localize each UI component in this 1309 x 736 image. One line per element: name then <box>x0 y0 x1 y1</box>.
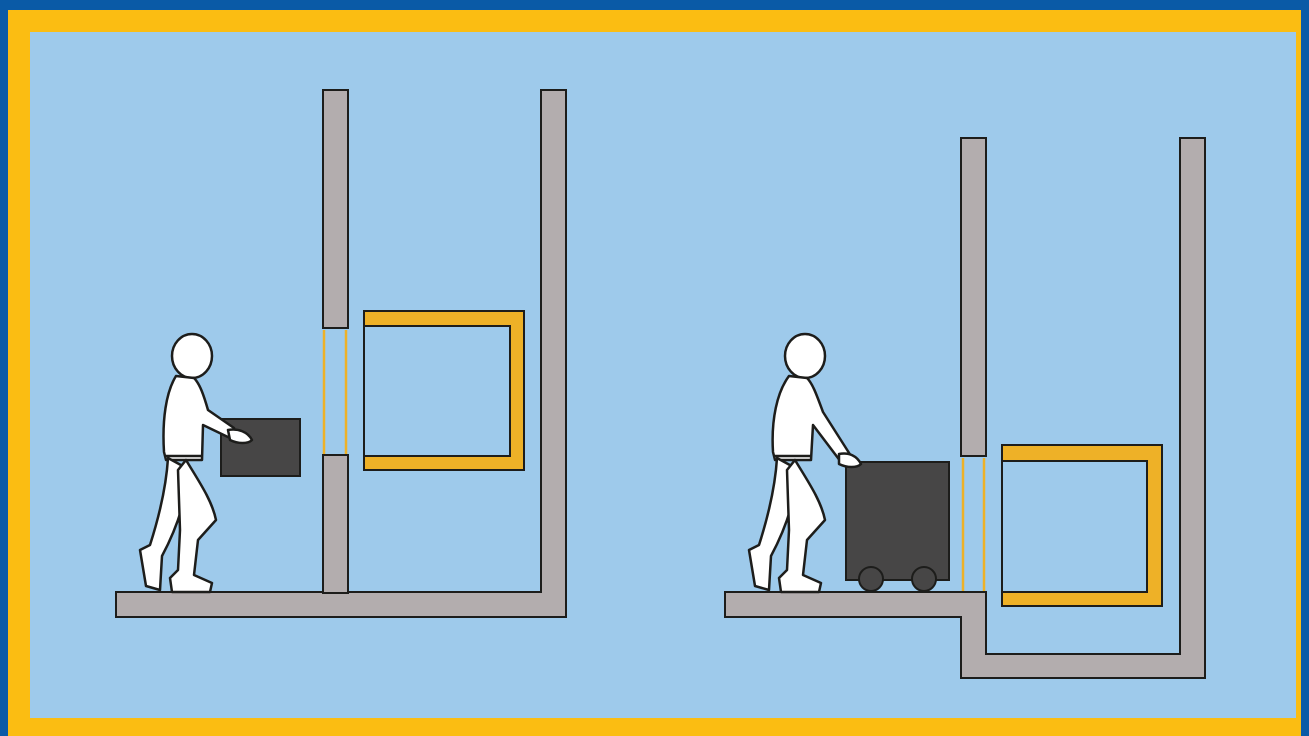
person-right <box>747 332 863 594</box>
front-wall-upper-right <box>960 137 987 457</box>
cart-wheel-back <box>911 566 937 592</box>
floor-right <box>724 137 1206 679</box>
floor-left <box>115 89 567 618</box>
cart-body <box>845 461 950 581</box>
cart-wheel-front <box>858 566 884 592</box>
scene-right <box>724 137 1206 679</box>
scene-left <box>115 89 567 618</box>
lift-car-right <box>1001 444 1163 607</box>
lift-car-left <box>363 310 525 471</box>
front-wall-lower-left <box>322 454 349 594</box>
front-wall-upper-left <box>322 89 349 329</box>
